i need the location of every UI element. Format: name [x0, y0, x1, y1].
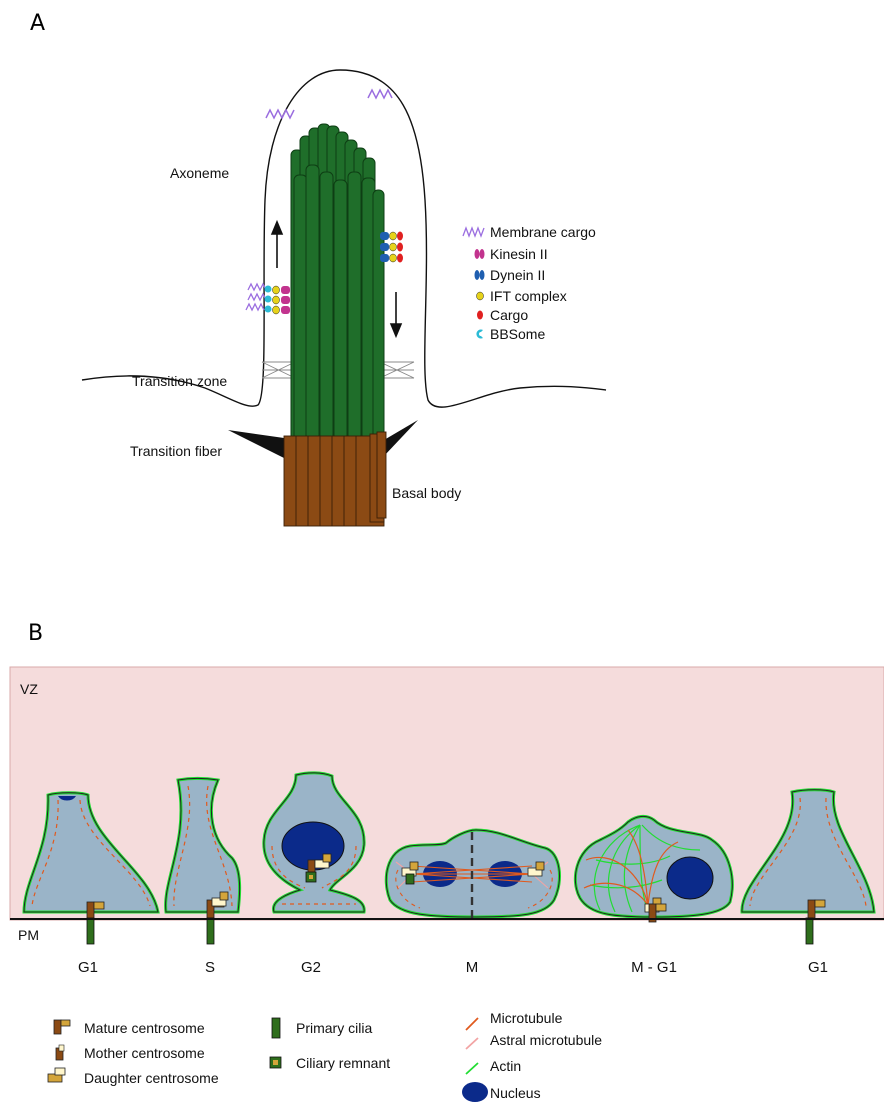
transition-fiber-right: [384, 420, 418, 456]
legend-primary-cilia: Primary cilia: [296, 1020, 372, 1036]
vz-label: VZ: [20, 681, 38, 697]
panel-a-legend: Membrane cargo Kinesin II Dynein II IFT …: [463, 224, 596, 342]
microtubule-icon: [466, 1018, 478, 1030]
anterograde-arrow: [272, 222, 282, 268]
legend-bbsome: BBSome: [490, 326, 545, 342]
transition-fiber-label: Transition fiber: [130, 443, 222, 459]
phase-label-m-g1: M - G1: [631, 959, 677, 976]
kinesin-icon: [475, 249, 485, 259]
legend-microtubule: Microtubule: [490, 1010, 563, 1026]
mother-centrosome-icon: [56, 1045, 64, 1060]
panel-b-letter: B: [28, 621, 43, 646]
legend-membrane-cargo: Membrane cargo: [490, 224, 596, 240]
pm-label: PM: [18, 927, 39, 943]
legend-dynein: Dynein II: [490, 267, 545, 283]
mature-centrosome-icon: [54, 1020, 70, 1034]
astral-microtubule-icon: [466, 1038, 478, 1049]
transition-zone-label: Transition zone: [132, 373, 227, 389]
ift-train-left: [246, 284, 290, 314]
legend-daughter-centrosome: Daughter centrosome: [84, 1070, 219, 1086]
basal-body: [284, 432, 386, 526]
cargo-icon: [477, 311, 483, 320]
legend-mother-centrosome: Mother centrosome: [84, 1045, 205, 1061]
legend-mature-centrosome: Mature centrosome: [84, 1020, 205, 1036]
basal-body-label: Basal body: [392, 485, 461, 501]
phase-label-g1-first: G1: [78, 959, 98, 976]
membrane-cargo-top: [266, 90, 392, 118]
legend-nucleus: Nucleus: [490, 1085, 541, 1101]
phase-label-s: S: [205, 959, 215, 976]
panel-a-letter: A: [30, 11, 45, 36]
ift-train-right: [380, 232, 403, 263]
daughter-centrosome-icon: [48, 1068, 65, 1082]
transition-fiber-left: [228, 430, 284, 458]
legend-actin: Actin: [490, 1058, 521, 1074]
axoneme-label: Axoneme: [170, 165, 229, 181]
legend-cargo: Cargo: [490, 307, 528, 323]
ciliary-remnant-icon: [270, 1057, 281, 1068]
panel-b-legend: Mature centrosome Mother centrosome Daug…: [48, 1010, 602, 1102]
phase-label-m: M: [466, 959, 479, 976]
membrane-cargo-icon: [463, 228, 484, 236]
legend-astral-microtubule: Astral microtubule: [490, 1032, 602, 1048]
phase-label-g2: G2: [301, 959, 321, 976]
ift-icon: [477, 292, 484, 300]
phase-label-g1-last: G1: [808, 959, 828, 976]
nucleus-icon: [462, 1082, 488, 1102]
actin-icon: [466, 1063, 478, 1074]
axoneme: [291, 124, 384, 440]
bbsome-icon: [476, 330, 483, 339]
legend-kinesin: Kinesin II: [490, 246, 548, 262]
legend-ift: IFT complex: [490, 288, 567, 304]
dynein-icon: [475, 270, 485, 280]
legend-ciliary-remnant: Ciliary remnant: [296, 1055, 390, 1071]
primary-cilia-icon: [272, 1018, 280, 1038]
retrograde-arrow: [391, 292, 401, 336]
